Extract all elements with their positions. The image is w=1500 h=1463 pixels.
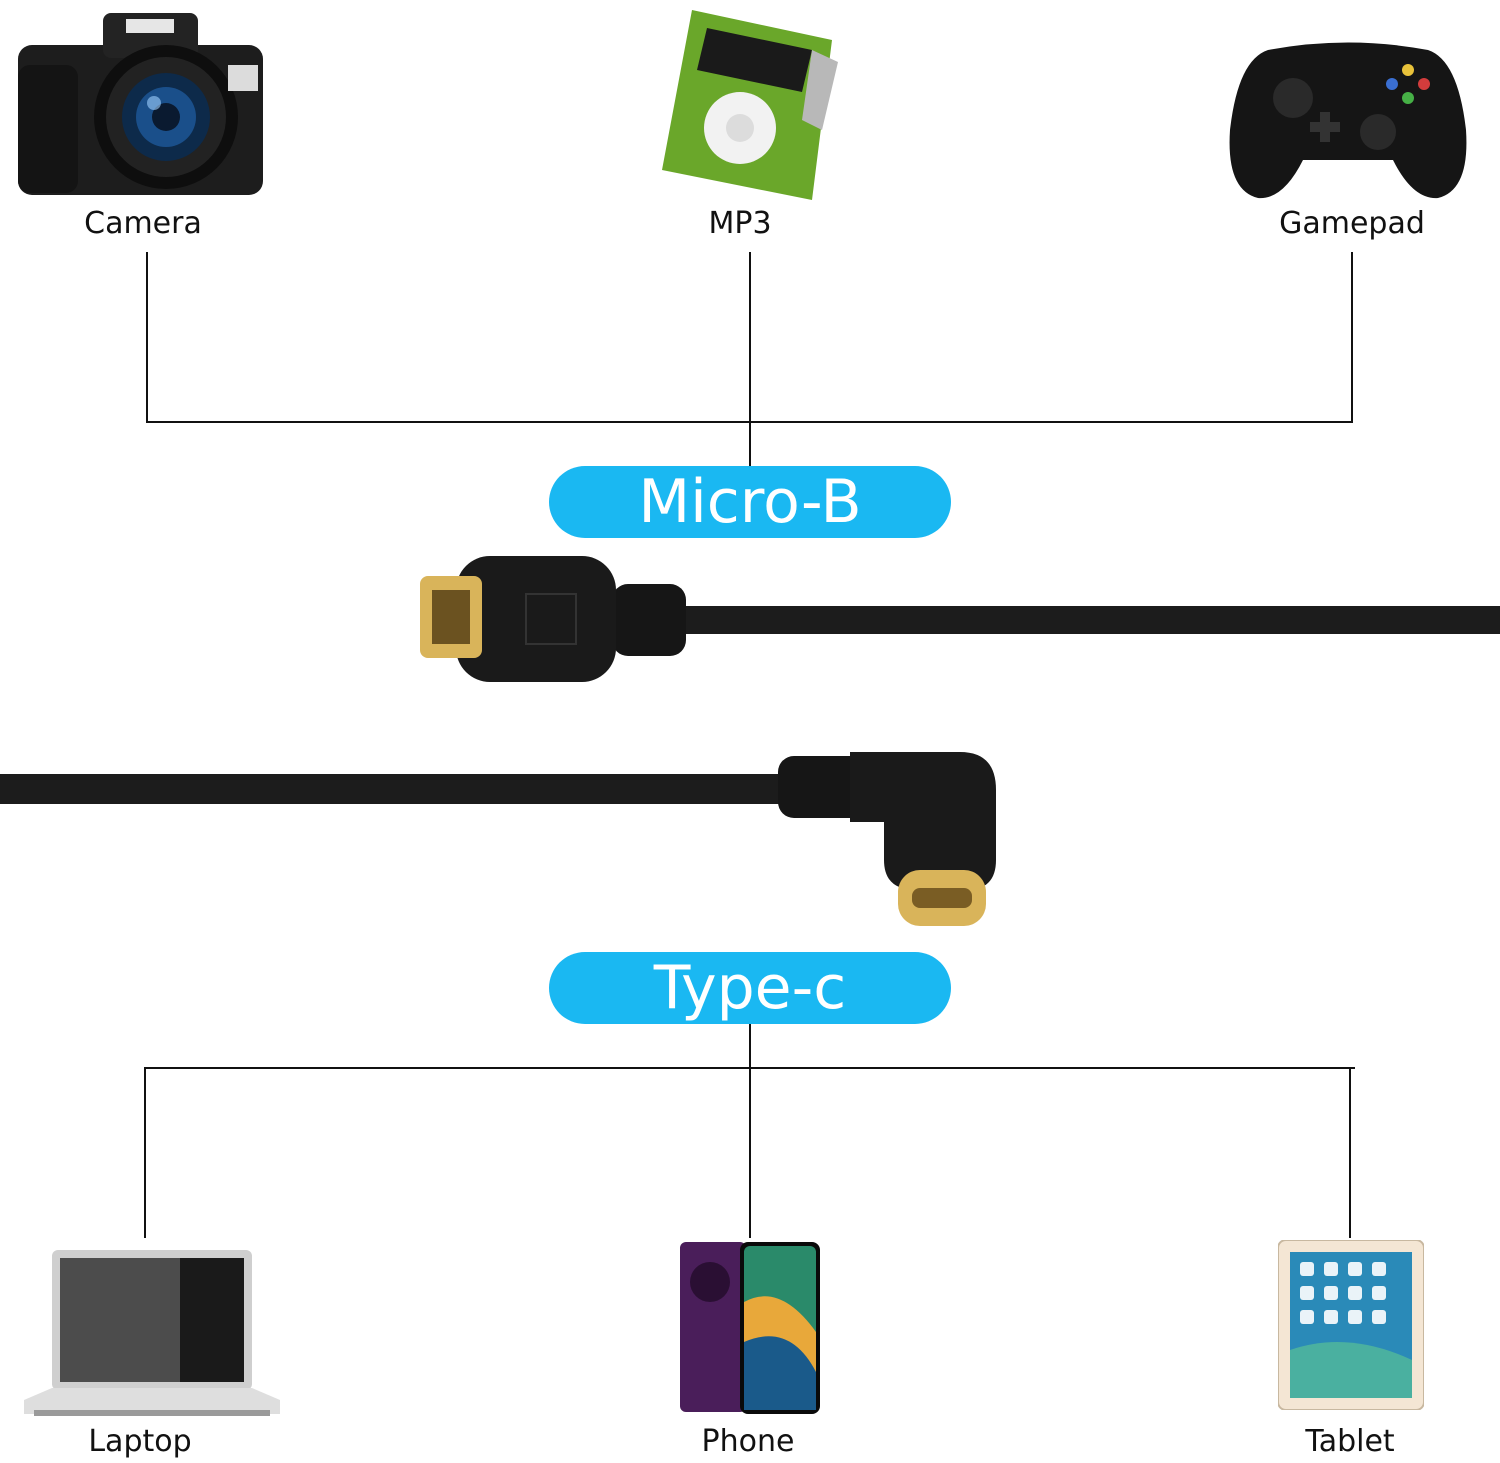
micro-b-label: Micro-B — [638, 467, 862, 537]
gamepad-icon — [1229, 42, 1467, 199]
tablet-label: Tablet — [1305, 1424, 1395, 1459]
phone-icon — [680, 1242, 820, 1414]
camera-icon — [18, 13, 263, 195]
gamepad-label: Gamepad — [1279, 206, 1425, 241]
laptop-icon — [24, 1250, 280, 1416]
phone-label: Phone — [701, 1424, 795, 1459]
mp3-player-icon — [662, 10, 838, 200]
type-c-badge: Type-c — [549, 952, 951, 1024]
type-c-cable-icon — [0, 752, 996, 926]
micro-b-cable-icon — [420, 556, 1500, 682]
laptop-label: Laptop — [88, 1424, 192, 1459]
bottom-bracket-line — [144, 1067, 1355, 1238]
mp3-label: MP3 — [708, 206, 772, 241]
tablet-icon — [1278, 1240, 1424, 1410]
type-c-label: Type-c — [653, 953, 847, 1023]
camera-label: Camera — [84, 206, 202, 241]
micro-b-badge: Micro-B — [549, 466, 951, 538]
